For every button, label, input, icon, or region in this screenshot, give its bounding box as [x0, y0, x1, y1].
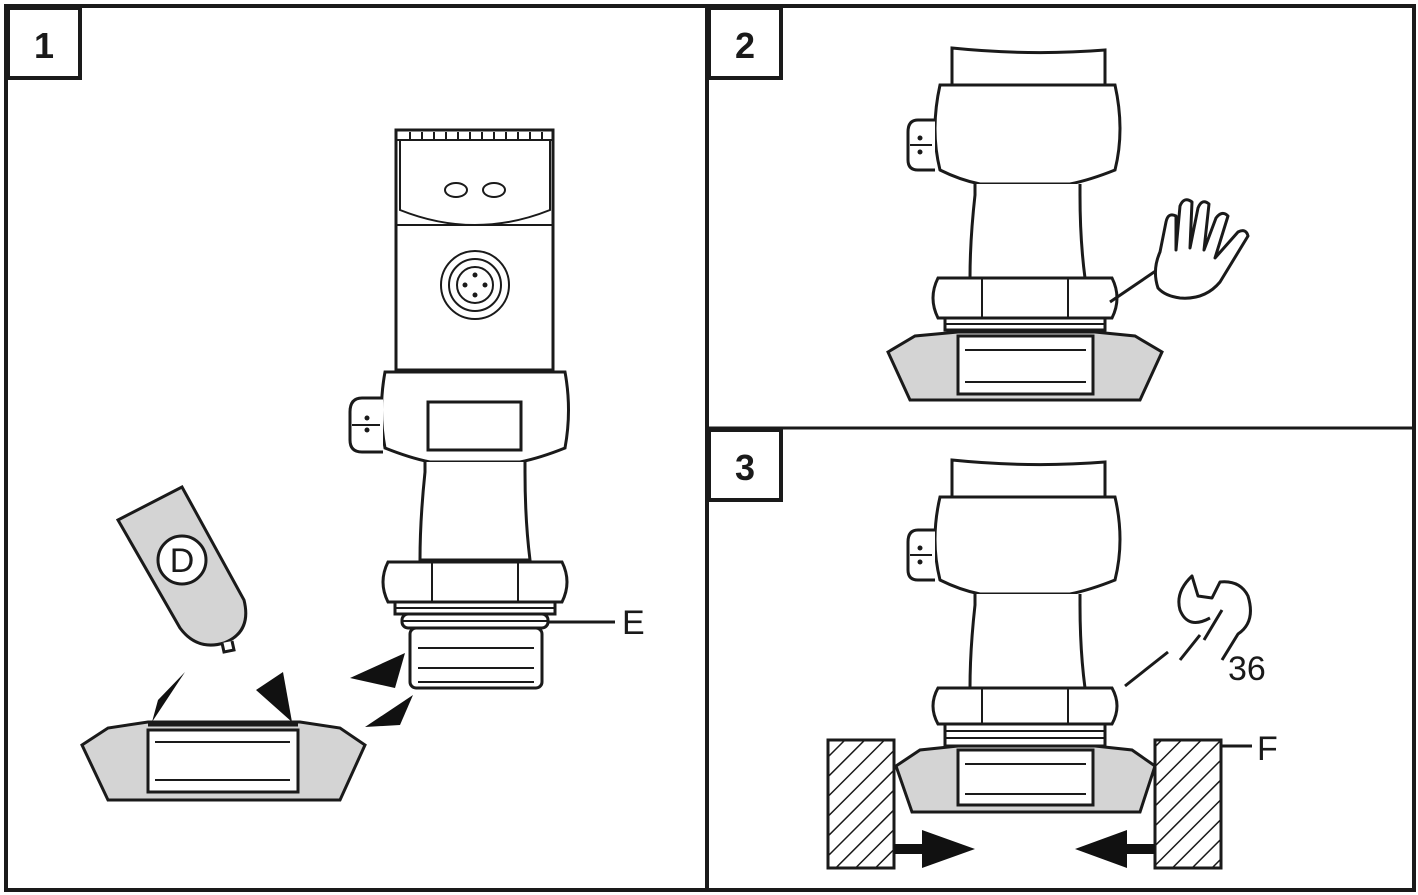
wrench-size-label: 36 — [1228, 650, 1266, 688]
step-number-2: 2 — [707, 6, 783, 80]
sensor-body-cutoff — [950, 46, 1107, 87]
hex-nut — [931, 686, 1119, 748]
arrowhead-down-left — [152, 672, 185, 722]
svg-text:2: 2 — [735, 25, 755, 66]
weld-socket — [886, 330, 1164, 402]
hex-nut — [931, 276, 1119, 332]
panel-3: F 36 — [826, 458, 1278, 870]
arrowhead-down-right — [256, 672, 292, 722]
push-arrow-left — [1075, 830, 1155, 868]
wrench-icon — [1177, 574, 1252, 661]
process-thread — [408, 626, 544, 690]
connector-socket — [440, 250, 510, 320]
clamping-jaw-left — [826, 738, 896, 870]
hex-nut — [381, 560, 569, 616]
sensor-head — [394, 128, 555, 372]
sealing-ring — [400, 612, 550, 630]
grease-tube-d: D — [115, 484, 248, 654]
display-button-right — [482, 182, 506, 198]
weld-socket — [80, 720, 367, 802]
wrench-pointer-line — [1124, 650, 1169, 688]
sensor-body-cutoff — [950, 458, 1107, 499]
panel-1: E D — [80, 128, 645, 802]
step-number-3: 3 — [707, 428, 783, 502]
display-button-left — [444, 182, 468, 198]
step-number-1: 1 — [6, 6, 82, 80]
hand-pointer-line — [1109, 266, 1161, 304]
callout-label-f: F — [1257, 730, 1278, 768]
svg-text:1: 1 — [34, 25, 54, 66]
clamping-jaw-right — [1153, 738, 1223, 870]
push-arrow-right — [894, 830, 975, 868]
sensor-housing — [933, 83, 1122, 186]
arrowhead-right-upper — [350, 653, 405, 688]
svg-text:3: 3 — [735, 447, 755, 488]
callout-label-d: D — [170, 542, 195, 580]
callout-label-e: E — [622, 604, 645, 642]
weld-socket — [894, 744, 1157, 814]
panel-2 — [886, 46, 1250, 402]
sensor-housing — [348, 370, 570, 562]
sensor-housing — [933, 495, 1122, 596]
hand-icon — [1153, 198, 1250, 300]
arrowhead-right-lower — [365, 695, 413, 727]
